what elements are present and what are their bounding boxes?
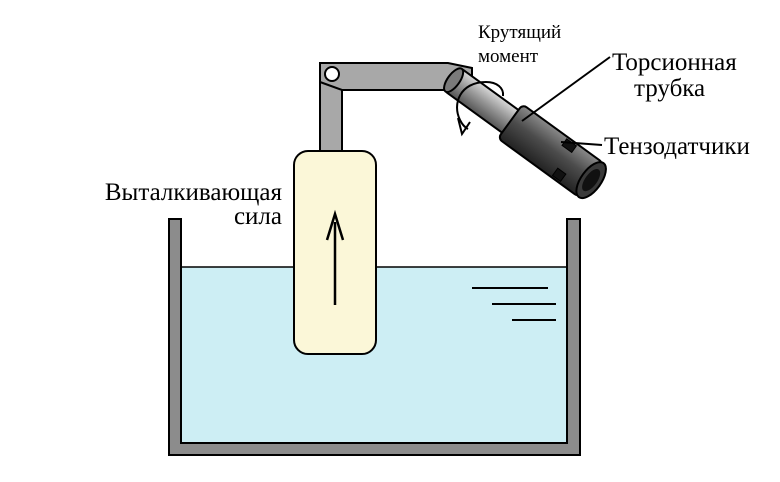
torsion-tube-leader [521,56,611,122]
buoyancy-arrow [325,209,345,305]
strain-gauges-leader [560,141,603,146]
torque-arrow [456,81,505,137]
strain-gauges-label: Тензодатчики [604,133,750,160]
buoyancy-label-line1: Выталкивающая [105,179,283,206]
tank [168,218,581,456]
torque-label-line1: Крутящий [478,22,561,43]
torsion-tube-label-line1: Торсионная [612,49,737,76]
buoyancy-label-line2: сила [234,203,282,230]
pivot-pin [324,66,340,82]
torque-label-line2: момент [478,46,539,67]
torsion-tube-label-line2: трубка [634,75,705,102]
water-level-marks [472,287,556,321]
torsion-tube-assembly [443,67,607,200]
strain-gauge [551,167,567,183]
